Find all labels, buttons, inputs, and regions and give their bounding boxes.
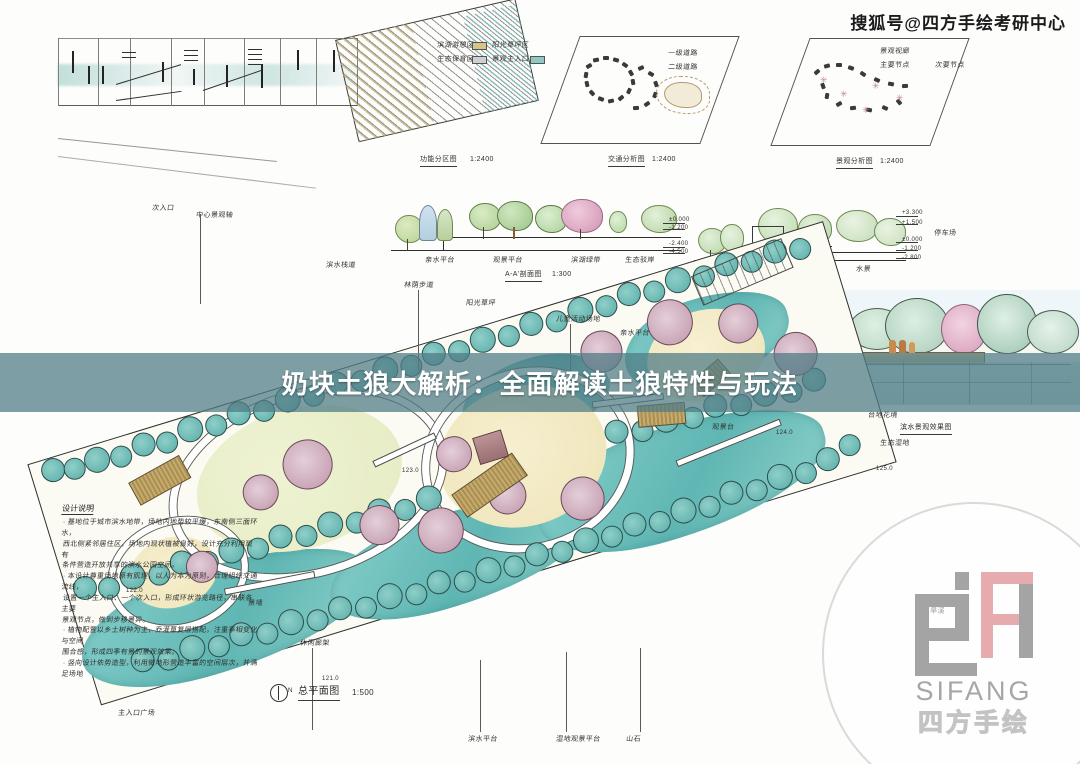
page-title: 奶块土狼大解析：全面解读土狼特性与玩法 xyxy=(281,369,799,399)
leader-line xyxy=(566,652,567,732)
design-notes-line: 景观节点，做到步移景异。 xyxy=(61,616,151,624)
circulation-diagram-scale: 1:2400 xyxy=(652,156,676,163)
landscape-diagram-scale: 1:2400 xyxy=(880,158,904,165)
elevation-grid-strip xyxy=(57,38,358,189)
plan-callout-0: 次入口 xyxy=(151,205,175,212)
zoning-diagram xyxy=(335,0,539,143)
zoning-legend-item-1: 阳光草坪区 xyxy=(491,42,530,49)
section-bb-elevation-2: ±0.000 xyxy=(902,237,923,243)
plan-callout-17: 台地花境 xyxy=(867,412,899,419)
circulation-legend-item-0: 一级道路 xyxy=(667,50,699,57)
spot-elevation-3: 124.0 xyxy=(776,430,794,436)
section-bb-elevation-1: +1.500 xyxy=(902,220,923,226)
spot-elevation-2: 121.0 xyxy=(322,676,340,682)
plan-callout-2: 滨水栈道 xyxy=(325,262,357,269)
spot-elevation-1: 122.0 xyxy=(126,588,144,594)
plan-callout-1: 中心景观轴 xyxy=(195,212,234,219)
plan-callout-9: 停车场 xyxy=(933,230,957,237)
design-notes-line: · 植物配置以乡土树种为主，乔灌草复层搭配，注重季相变化与空间 xyxy=(61,627,258,646)
section-bb-elevation-4: -2.800 xyxy=(902,255,922,261)
design-notes-line: 西北侧紧邻居住区，场地内现状植被良好，设计充分利用现有 xyxy=(61,540,254,559)
section-aa-elevation-0: ±0.000 xyxy=(669,217,690,223)
section-aa-title: A-A'剖面图 xyxy=(505,271,542,282)
spot-elevation-4: 125.0 xyxy=(876,466,894,472)
title-overlay-band: 奶块土狼大解析：全面解读土狼特性与玩法 xyxy=(0,353,1080,412)
plan-callout-13: 滨水平台 xyxy=(467,736,499,743)
leader-line xyxy=(640,648,641,732)
circulation-diagram-title: 交通分析图 xyxy=(608,156,645,167)
plan-title: 总平面图 xyxy=(298,686,340,701)
leader-line xyxy=(312,648,313,730)
plan-callout-7: 观景台 xyxy=(711,424,735,431)
landscape-diagram-title: 景观分析图 xyxy=(836,158,873,169)
zoning-legend-item-0: 滨湖游憩区 xyxy=(436,42,475,49)
sifang-logo-latin: SIFANG xyxy=(915,676,1033,706)
section-aa-elevation-1: -1.200 xyxy=(669,225,689,231)
section-aa-elevation-2: -2.400 xyxy=(669,241,689,247)
section-bb-elevation-3: -1.200 xyxy=(902,246,922,252)
leader-line xyxy=(480,660,481,732)
design-notes-line: 设置一个主入口、一个次入口，形成环状游览路径，串联各主要 xyxy=(61,594,254,613)
design-notes-line: · 竖向设计依势造型，利用微地形营造丰富的空间层次，并满足场地 xyxy=(61,659,258,678)
section-bb-elevation-0: +3.300 xyxy=(902,210,923,216)
leader-line xyxy=(418,290,419,370)
zoning-legend-swatch-0 xyxy=(472,42,487,50)
plan-callout-12: 休闲廊架 xyxy=(299,640,331,647)
landscape-diagram: ✳ ✳ ✳ ✳ ✳ xyxy=(770,38,970,146)
plan-callout-4: 阳光草坪 xyxy=(465,300,497,307)
section-aa: ±0.000 -1.200 -2.400 -4.500 亲水平台 观景平台 滨湖… xyxy=(385,195,689,285)
plan-callout-15: 山石 xyxy=(625,736,642,743)
plan-callout-5: 儿童活动场地 xyxy=(555,316,601,323)
zoning-legend-swatch-2 xyxy=(472,56,487,64)
zoning-legend-item-2: 生态保育区 xyxy=(436,56,475,63)
north-arrow-icon xyxy=(270,684,288,702)
perspective-caption: 滨水景观效果图 xyxy=(900,424,952,435)
plan-callout-10: 主入口广场 xyxy=(117,710,156,717)
zoning-legend-item-3: 景观主入口 xyxy=(491,56,530,63)
design-notes-line: 围合感，形成四季有景的景观效果。 xyxy=(61,649,180,657)
plan-callout-6: 亲水平台 xyxy=(619,330,651,337)
design-notes-heading: 设计说明 xyxy=(61,503,95,515)
north-label: N xyxy=(288,688,293,694)
design-notes: 设计说明 · 基地位于城市滨水地带，场地内地势较平缓，东南侧三面环水， 西北侧紧… xyxy=(61,498,258,681)
plan-scale: 1:500 xyxy=(352,688,375,697)
circulation-diagram xyxy=(540,36,740,144)
leader-line xyxy=(200,214,201,304)
section-aa-elevation-3: -4.500 xyxy=(669,249,689,255)
plan-callout-14: 湿地观景平台 xyxy=(555,736,601,743)
sifang-logo-mark-icon xyxy=(915,572,1033,676)
zoning-legend-swatch-3 xyxy=(530,56,545,64)
section-aa-scale: 1:300 xyxy=(552,271,572,278)
zoning-diagram-scale: 1:2400 xyxy=(470,156,494,163)
spot-elevation-0: 123.0 xyxy=(402,468,420,474)
design-notes-line: 条件营造开放共享的滨水公园空间。 xyxy=(61,562,180,570)
design-notes-line: · 本设计尊重场地原有肌理，以人为本为原则，合理组织交通流线， xyxy=(61,573,258,592)
zoning-diagram-title: 功能分区图 xyxy=(420,156,457,167)
design-notes-line: · 基地位于城市滨水地带，场地内地势较平缓，东南侧三面环水， xyxy=(61,519,258,537)
plan-callout-8: 生态湿地 xyxy=(879,440,911,447)
source-watermark: 搜狐号@四方手绘考研中心 xyxy=(850,14,1066,33)
sifang-logo-chinese: 四方手绘 xyxy=(917,709,1030,737)
circulation-legend-item-1: 二级道路 xyxy=(667,64,699,71)
